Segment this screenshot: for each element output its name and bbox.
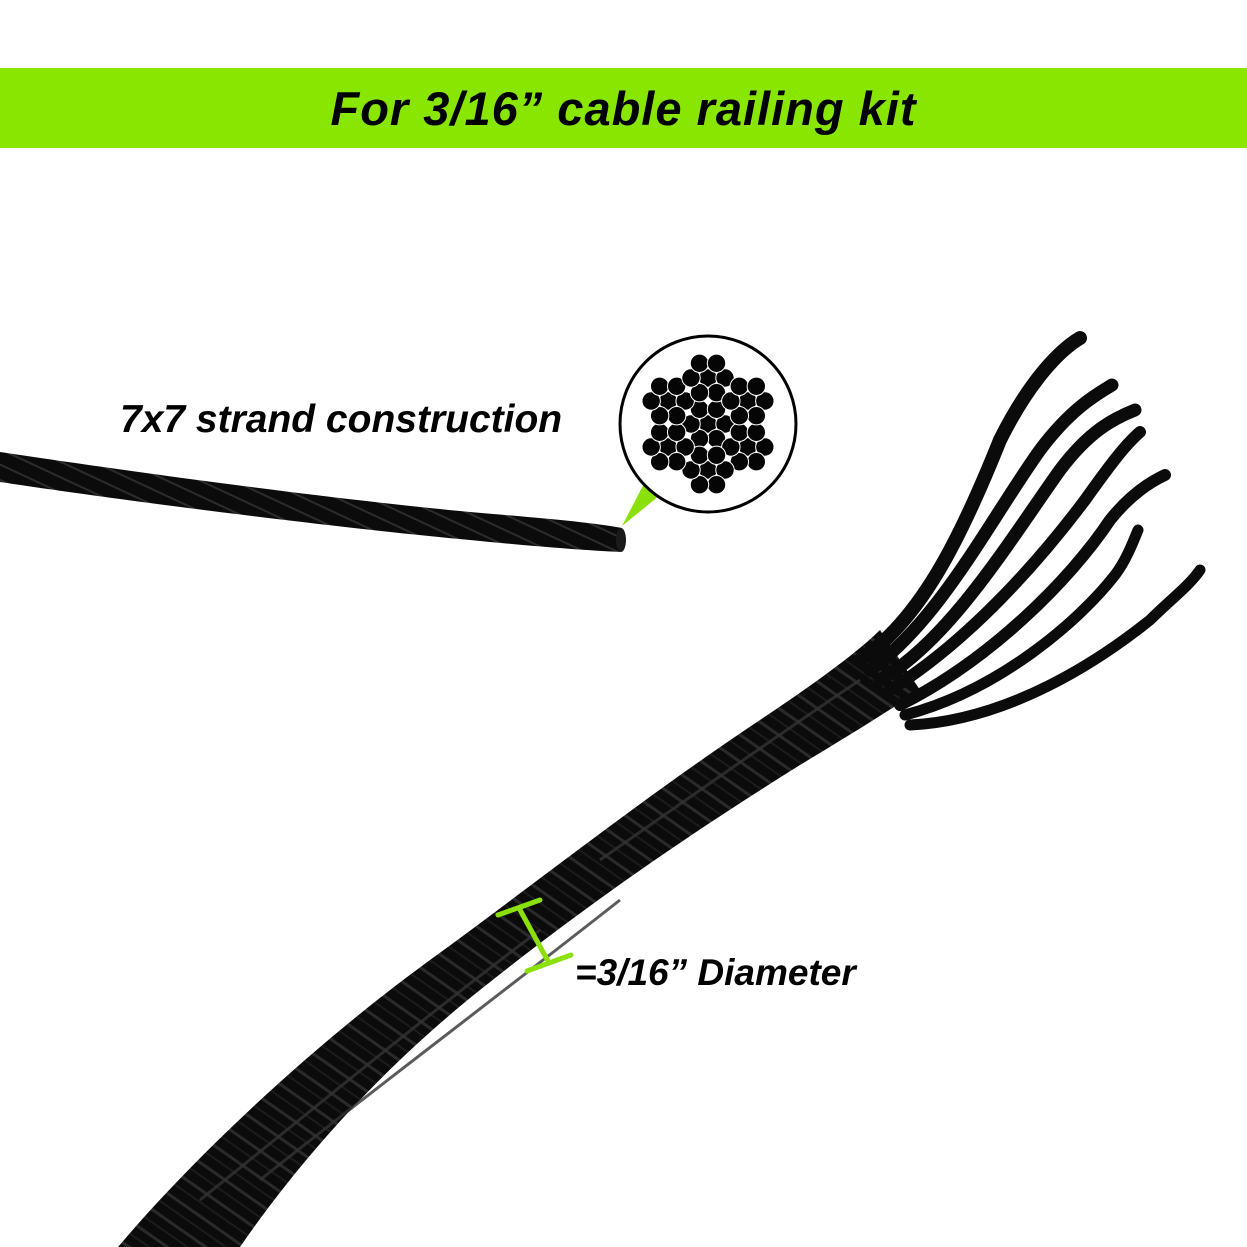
frayed-strands — [853, 331, 1206, 731]
short-cable — [0, 452, 626, 552]
strand-wire — [715, 368, 735, 388]
strand-wire — [746, 452, 767, 472]
strand-wire — [641, 437, 661, 457]
strand-wire — [649, 422, 670, 442]
strand-wire — [666, 406, 687, 426]
banner-title: For 3/16” cable railing kit — [330, 81, 917, 135]
strand-wire — [649, 406, 670, 426]
long-cable — [118, 331, 1206, 1247]
strand-wire — [729, 376, 750, 396]
strand-wire — [706, 353, 727, 373]
strand-wire — [746, 422, 767, 442]
strand-wire — [675, 437, 695, 457]
strand-wire — [689, 475, 710, 495]
strand-wire — [689, 353, 710, 373]
strand-wire — [681, 414, 701, 434]
strand-wire — [666, 376, 687, 396]
diameter-label: =3/16” Diameter — [575, 952, 856, 993]
strand-wire — [706, 445, 727, 465]
strand-wire — [729, 452, 750, 472]
strand-wire — [641, 391, 661, 411]
strand-wire — [649, 376, 670, 396]
strand-wire — [715, 414, 735, 434]
strand-wire — [715, 460, 735, 480]
cable-cross-section-icon — [618, 334, 798, 514]
strand-wire — [706, 475, 727, 495]
strand-wire — [729, 406, 750, 426]
strand-wire — [746, 406, 767, 426]
strand-wire — [721, 437, 741, 457]
strand-wire — [666, 452, 687, 472]
strand-wire — [689, 383, 710, 403]
strand-wire — [675, 391, 695, 411]
title-banner: For 3/16” cable railing kit — [0, 68, 1247, 148]
strand-wire — [666, 422, 687, 442]
strand-construction-label: 7x7 strand construction — [120, 398, 563, 441]
strand-wire — [681, 368, 701, 388]
strand-wire — [649, 452, 670, 472]
strand-wire — [681, 460, 701, 480]
strand-wire — [746, 376, 767, 396]
strand-wire — [729, 422, 750, 442]
strand-wire — [721, 391, 741, 411]
strand-wire — [755, 391, 775, 411]
strand-wire — [755, 437, 775, 457]
diameter-marker — [495, 897, 574, 974]
